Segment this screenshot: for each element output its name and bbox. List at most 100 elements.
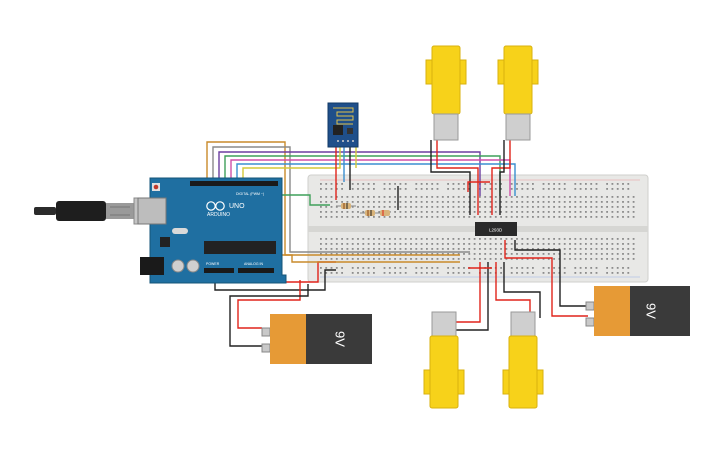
breadboard-hole <box>410 243 412 245</box>
breadboard-hole <box>362 196 365 198</box>
breadboard-hole <box>574 201 577 203</box>
resistor-icon <box>336 203 390 216</box>
breadboard-hole <box>616 267 619 269</box>
breadboard-hole <box>468 253 471 255</box>
breadboard-hole <box>330 201 333 203</box>
breadboard-hole <box>553 206 555 208</box>
breadboard-hole <box>622 267 624 269</box>
breadboard-hole <box>463 211 465 213</box>
breadboard-hole <box>330 206 333 208</box>
breadboard-hole <box>436 183 439 185</box>
breadboard-hole <box>457 206 460 208</box>
breadboard-hole <box>426 201 428 203</box>
breadboard-hole <box>521 253 524 255</box>
breadboard-hole <box>320 206 322 208</box>
breadboard-hole <box>346 253 349 255</box>
breadboard-hole <box>346 248 349 250</box>
breadboard-hole <box>616 272 619 274</box>
breadboard-hole <box>590 196 593 198</box>
breadboard-hole <box>457 253 460 255</box>
breadboard-hole <box>420 201 423 203</box>
breadboard-hole <box>484 201 487 203</box>
breadboard-hole <box>606 258 608 260</box>
wires <box>206 140 588 347</box>
breadboard-hole <box>320 267 322 269</box>
breadboard-hole <box>611 196 614 198</box>
breadboard-hole <box>367 183 370 185</box>
breadboard-hole <box>579 253 582 255</box>
breadboard-hole <box>600 216 603 218</box>
breadboard-hole <box>574 206 577 208</box>
breadboard-hole <box>606 253 608 255</box>
breadboard-hole <box>595 238 598 240</box>
breadboard-hole <box>574 248 577 250</box>
breadboard-hole <box>325 243 328 245</box>
motor-driver-ic: L293D <box>475 222 517 236</box>
breadboard-hole <box>373 258 375 260</box>
breadboard-hole <box>330 248 333 250</box>
breadboard-hole <box>505 206 508 208</box>
wire-motor4-red <box>495 262 531 318</box>
breadboard-hole <box>399 201 402 203</box>
breadboard-hole <box>553 183 555 185</box>
breadboard-hole <box>574 211 577 213</box>
breadboard-hole <box>452 206 455 208</box>
breadboard-hole <box>494 201 497 203</box>
breadboard-hole <box>463 216 465 218</box>
breadboard-hole <box>420 253 423 255</box>
breadboard-hole <box>494 248 497 250</box>
breadboard-hole <box>606 211 608 213</box>
breadboard-hole <box>553 243 555 245</box>
breadboard-hole <box>558 206 561 208</box>
breadboard-hole <box>468 272 471 274</box>
breadboard-hole <box>378 196 381 198</box>
breadboard-hole <box>494 196 497 198</box>
wire-orange-2 <box>280 254 460 263</box>
breadboard-hole <box>378 253 381 255</box>
breadboard-hole <box>521 188 524 190</box>
breadboard-hole <box>484 243 487 245</box>
breadboard-hole <box>590 211 593 213</box>
breadboard-hole <box>489 258 492 260</box>
breadboard-hole <box>616 206 619 208</box>
breadboard-hole <box>569 196 571 198</box>
breadboard-hole <box>627 188 630 190</box>
breadboard-hole <box>431 253 434 255</box>
breadboard-hole <box>510 216 513 218</box>
breadboard-hole <box>351 272 354 274</box>
breadboard-hole <box>547 188 550 190</box>
breadboard-hole <box>521 183 524 185</box>
breadboard-hole <box>537 258 540 260</box>
breadboard-hole <box>431 206 434 208</box>
breadboard-hole <box>399 206 402 208</box>
breadboard-hole <box>373 248 375 250</box>
breadboard-hole <box>563 216 566 218</box>
breadboard-hole <box>447 206 449 208</box>
breadboard-hole <box>357 253 359 255</box>
breadboard-hole <box>606 188 608 190</box>
breadboard-hole <box>510 206 513 208</box>
breadboard-hole <box>505 243 508 245</box>
breadboard-hole <box>526 248 529 250</box>
breadboard-hole <box>404 238 407 240</box>
breadboard-hole <box>537 216 540 218</box>
breadboard-hole <box>420 206 423 208</box>
breadboard-hole <box>532 253 534 255</box>
breadboard-hole <box>351 258 354 260</box>
breadboard-hole <box>532 238 534 240</box>
arduino-logo-icon <box>206 201 225 211</box>
breadboard-hole <box>479 258 481 260</box>
breadboard-hole <box>606 248 608 250</box>
breadboard-hole <box>569 248 571 250</box>
breadboard-hole <box>632 206 635 208</box>
breadboard-hole <box>346 211 349 213</box>
breadboard-hole <box>526 243 529 245</box>
breadboard-hole <box>426 188 428 190</box>
breadboard-hole <box>627 211 630 213</box>
breadboard-hole <box>362 183 365 185</box>
breadboard-hole <box>463 258 465 260</box>
breadboard-hole <box>436 216 439 218</box>
breadboard-hole <box>479 243 481 245</box>
breadboard-hole <box>479 238 481 240</box>
breadboard-hole <box>574 188 577 190</box>
